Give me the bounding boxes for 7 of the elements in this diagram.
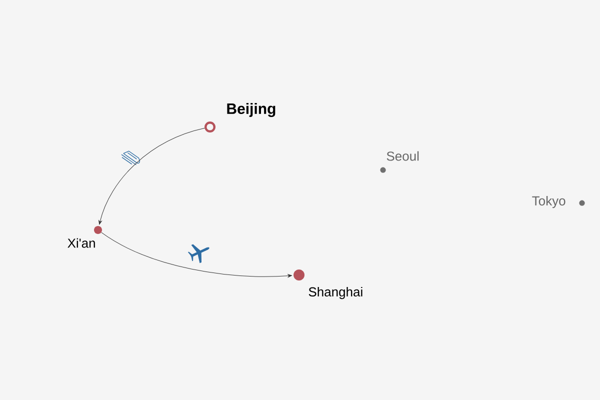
city-label: Xi'an xyxy=(68,238,95,248)
city-label: Beijing xyxy=(227,102,276,118)
arrow xyxy=(101,232,292,278)
city-label: Seoul xyxy=(386,151,419,161)
city-label: Shanghai xyxy=(308,286,362,300)
city-label: Tokyo xyxy=(532,196,566,208)
arrow xyxy=(98,128,205,225)
